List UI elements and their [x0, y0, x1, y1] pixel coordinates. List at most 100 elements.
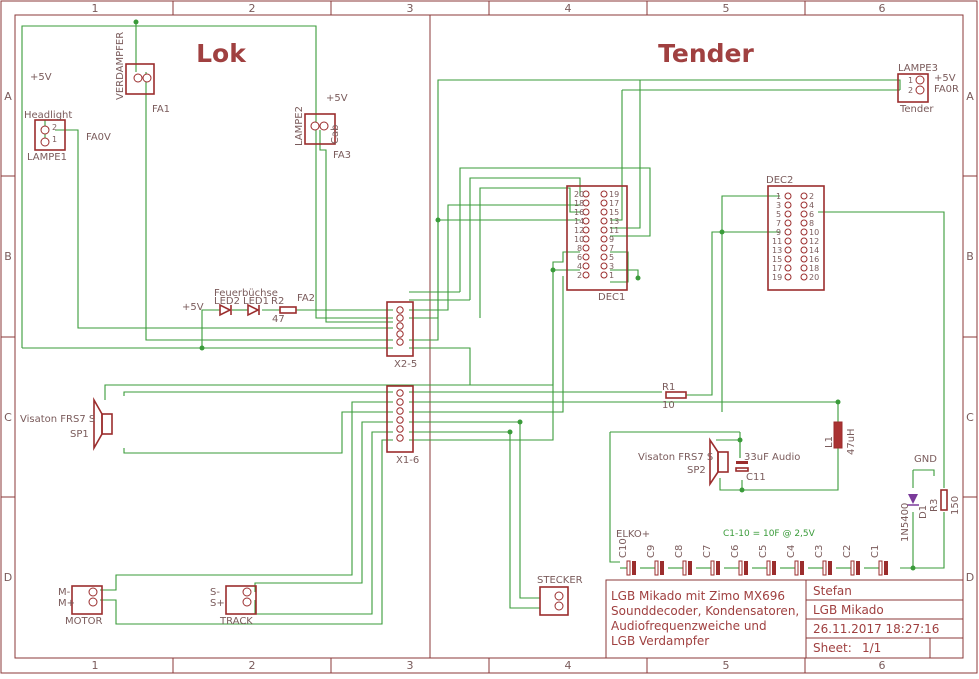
capacitor-label: C1 [870, 545, 881, 558]
firebox-led-circuit: Feuerbüchse LED2 LED1 R2 47 FA2 +5V [182, 288, 315, 325]
elko-label: ELKO+ [616, 529, 650, 540]
svg-text:12: 12 [809, 237, 819, 246]
capacitor-label: C10 [618, 538, 629, 558]
r2-label: R2 [271, 296, 284, 307]
svg-text:6: 6 [809, 210, 814, 219]
x2-label: X2-5 [394, 359, 417, 370]
title-project: LGB Mikado [813, 603, 884, 617]
title-author: Stefan [813, 584, 852, 598]
track-plus-label: S+ [210, 598, 225, 609]
column-label: 6 [879, 2, 886, 15]
l1-inductor: L1 47uH [824, 421, 857, 455]
x1-label: X1-6 [396, 455, 419, 466]
svg-text:1: 1 [52, 135, 57, 144]
dec1-label: DEC1 [598, 292, 625, 303]
r3-resistor: R3 150 [929, 489, 961, 515]
d1-value: 1N5400 [900, 503, 911, 542]
dec2-pins [784, 192, 808, 281]
capacitor-c1: C1 [870, 545, 888, 576]
r1-resistor: R1 10 [662, 382, 687, 411]
svg-text:7: 7 [609, 244, 614, 253]
svg-text:20: 20 [809, 273, 819, 282]
row-label: C [4, 411, 12, 424]
svg-text:18: 18 [809, 264, 819, 273]
lampe1-label: LAMPE1 [27, 152, 67, 163]
junction-dots [133, 19, 916, 571]
c11-label: C11 [746, 472, 766, 483]
sp1-type-label: Visaton FRS7 S [20, 414, 95, 425]
led1-symbol [247, 303, 260, 317]
lampe3-tender: 12 LAMPE3 Tender +5V FA0R [897, 63, 959, 115]
row-label: B [4, 250, 12, 263]
svg-text:4: 4 [809, 201, 814, 210]
svg-text:18: 18 [574, 199, 584, 208]
fa3-label: FA3 [333, 150, 351, 161]
svg-text:1: 1 [609, 271, 614, 280]
fa2-label: FA2 [297, 293, 315, 304]
d1-label: D1 [918, 505, 929, 519]
svg-text:2: 2 [52, 123, 57, 132]
svg-text:2: 2 [809, 192, 814, 201]
verdampfer-label: VERDAMPFER [115, 32, 126, 100]
capacitor-c5: C5 [758, 545, 776, 576]
column-label: 3 [407, 659, 414, 672]
svg-text:10: 10 [809, 228, 819, 237]
motor-label: MOTOR [65, 616, 102, 627]
capacitor-label: C8 [674, 545, 685, 558]
motor-plus-label: M+ [58, 598, 75, 609]
svg-text:15: 15 [609, 208, 619, 217]
d1-diode: 1N5400 D1 GND [900, 454, 937, 542]
track-minus-label: S- [210, 587, 220, 598]
svg-text:10: 10 [574, 235, 584, 244]
sp2-type-label: Visaton FRS7 S [638, 452, 713, 463]
plus5v-label: +5V [30, 72, 52, 83]
row-label: C [966, 411, 974, 424]
column-label: 1 [92, 2, 99, 15]
column-label: 4 [565, 2, 572, 15]
capacitor-c9: C9 [646, 545, 664, 576]
sp1-label: SP1 [70, 429, 89, 440]
l1-value: 47uH [846, 428, 857, 455]
svg-text:17: 17 [772, 264, 782, 273]
c11-value: 33uF Audio [744, 452, 800, 463]
track-connector: S- S+ TRACK [210, 585, 257, 627]
column-labels-top: 1 2 3 4 5 6 [92, 2, 886, 15]
wires [21, 22, 945, 625]
fa0v-label: FA0V [86, 132, 111, 143]
title-description-line: LGB Mikado mit Zimo MX696 [611, 589, 785, 603]
capacitor-label: C3 [814, 545, 825, 558]
svg-text:14: 14 [809, 246, 819, 255]
svg-text:15: 15 [772, 255, 782, 264]
capacitor-c8: C8 [674, 545, 692, 576]
svg-text:8: 8 [809, 219, 814, 228]
svg-text:5: 5 [776, 210, 781, 219]
svg-text:12: 12 [574, 226, 584, 235]
svg-text:16: 16 [574, 208, 584, 217]
title-block: LGB Mikado mit Zimo MX696 Sounddecoder, … [605, 579, 964, 659]
x1-connector: X1-6 [386, 385, 419, 466]
r3-value: 150 [950, 496, 961, 515]
row-label: B [966, 250, 974, 263]
svg-text:9: 9 [609, 235, 614, 244]
dec2-label: DEC2 [766, 175, 793, 186]
row-labels-left: A B C D [4, 90, 12, 584]
cap-note: C1-10 = 10F @ 2,5V [723, 529, 816, 539]
headlight-label: Headlight [24, 110, 72, 121]
r2-resistor [279, 306, 297, 314]
row-label: D [966, 571, 974, 584]
capacitor-c4: C4 [786, 545, 804, 576]
r1-value: 10 [662, 400, 675, 411]
capacitor-label: C4 [786, 545, 797, 558]
svg-text:16: 16 [809, 255, 819, 264]
stecker-connector: STECKER [537, 575, 583, 616]
column-label: 6 [879, 659, 886, 672]
svg-text:6: 6 [577, 253, 582, 262]
lampe2-cab: LAMPE2 Cab +5V FA3 [294, 93, 351, 161]
dec1-pins [582, 190, 608, 279]
capacitor-c6: C6 [730, 545, 748, 576]
capacitor-label: C6 [730, 545, 741, 558]
column-label: 5 [723, 2, 730, 15]
